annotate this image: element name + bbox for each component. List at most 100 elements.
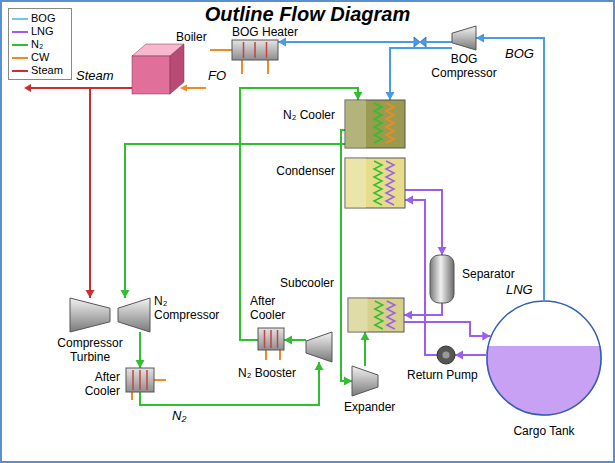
turbine-symbol: Compressor Turbine [70,298,110,332]
arrow-head [86,290,95,298]
hx-shape [232,40,278,60]
legend-text: N₂ [31,38,43,51]
arrow-head [476,34,484,43]
arrow-head [386,92,395,100]
legend-line [12,57,28,59]
tube-line [266,42,268,58]
heater-box: BOG Heater [232,40,278,60]
legend-text: LNG [31,25,54,38]
boiler-front [132,56,170,94]
node-label: Separator [462,267,515,281]
comp-shape [452,26,476,50]
ex-shape [348,298,404,332]
tube-line [132,370,134,390]
legend-line-sample [12,12,28,25]
tube-line [277,330,279,348]
flow-connector [121,144,346,298]
aftercooler-box: After Cooler [258,328,284,350]
arrow-head [404,311,412,320]
node-label: Boiler [176,30,207,44]
node-label: Expander [344,400,395,414]
lng-fill [486,346,602,416]
legend-line-sample [12,64,28,77]
tube-line [254,42,256,58]
compressor-body [452,26,476,50]
tank-ground [487,301,601,415]
cargo-tank: Cargo Tank [486,300,602,416]
boiler-side [170,44,184,94]
legend-line [12,31,28,33]
legend-text: CW [31,51,49,64]
node-label: N₂ Cooler [283,108,335,122]
boiler-shape [132,44,184,94]
flow-connector [404,303,442,320]
separator-vessel: Separator [430,255,454,303]
legend-line [12,44,28,46]
legend-line [12,18,28,20]
flow-line [404,322,490,336]
boiler-symbol: Boiler [132,44,184,94]
coil-zigzag [374,161,382,205]
legend-line-sample [12,38,28,51]
node-label: Subcooler [280,276,334,290]
pump-shape [437,346,455,364]
compressor-symbol: N₂ Compressor [118,298,150,332]
flow-connector [284,336,306,345]
flow-connector [240,88,363,340]
flow-line [278,41,452,43]
fo-arrow [180,85,187,92]
comp-shape [118,298,150,332]
node-label: Condenser [276,164,335,178]
pump-symbol: Return Pump [437,346,455,364]
exchanger-shade [345,158,366,208]
coil-zigzag [374,103,382,143]
arrow-head [482,332,490,341]
legend-text: BOG [31,12,55,25]
expander-symbol: Expander [352,366,378,396]
arrow-head [284,336,292,345]
tube-line [139,370,141,390]
node-label: Cargo Tank [513,424,574,438]
node-label: N₂ Booster [238,366,296,380]
exchanger-shade [345,100,366,148]
flow-connector [140,362,324,405]
node-label: BOG Heater [232,25,298,39]
exchanger-body [348,298,404,332]
turbine-body [70,298,110,332]
flow-connector [404,322,490,341]
tube-line [264,330,266,348]
subcooler-box: Subcooler [348,298,404,332]
turb-shape [70,298,110,332]
flow-line [140,362,319,405]
flow-label: N₂ [172,408,186,423]
compressor-body [118,298,150,332]
flow-connector [361,332,370,366]
flow-connector [278,38,452,47]
tube-line [243,42,245,58]
flow-label: LNG [506,282,533,297]
pump-eye [442,351,449,358]
ex-shape [345,158,405,208]
sep-shape [430,255,454,303]
turbine-body [352,366,378,396]
legend-text: Steam [31,64,63,77]
node-label: N₂ Compressor [154,294,229,322]
tube-line [146,370,148,390]
compressor-symbol: BOG Compressor [452,26,476,50]
exchanger-body [126,368,154,392]
condenser-box: Condenser [345,158,405,208]
tube-line [270,330,272,348]
arrow-head [344,377,352,386]
tank-outline [487,301,601,415]
flow-connector [136,332,145,368]
exchanger-body [345,158,405,208]
flow-connector [455,351,486,360]
exchanger-shade [348,298,368,332]
node-label: Return Pump [407,368,478,382]
flow-label: FO [208,68,226,83]
exchanger-body [258,328,284,350]
flow-label: Steam [76,68,114,83]
exchanger-body [345,100,405,148]
hx-shape [126,368,154,392]
